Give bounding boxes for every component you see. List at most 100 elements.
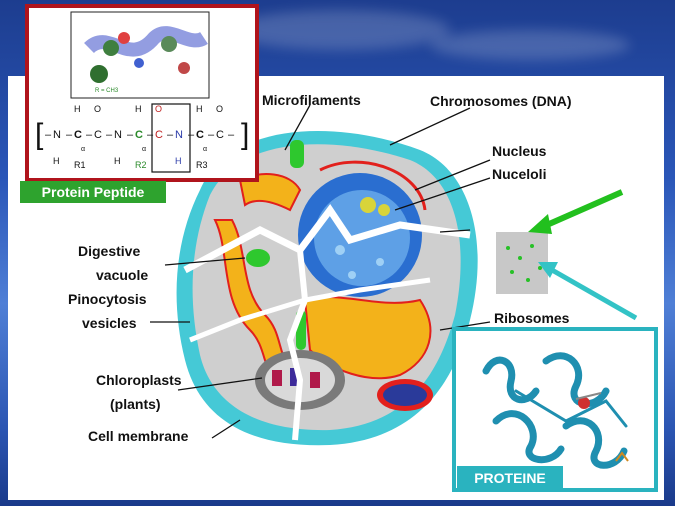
background-cloud — [230, 10, 450, 50]
h-top: H — [196, 104, 203, 114]
r-group: R2 — [135, 160, 147, 170]
bond: – — [188, 129, 195, 141]
ligand — [578, 397, 590, 409]
bond: – — [167, 129, 174, 141]
atom-c-alpha: C — [74, 129, 82, 141]
bond: – — [45, 129, 52, 141]
label-plants: (plants) — [110, 396, 161, 412]
ribosome-dot — [506, 246, 510, 250]
atom-carbon — [161, 36, 177, 52]
label-chloroplasts: Chloroplasts — [96, 372, 182, 388]
label-vesicles: vesicles — [82, 315, 137, 331]
atom-c-alpha: C — [135, 129, 143, 141]
bond: – — [228, 129, 235, 141]
atom-c-alpha: C — [196, 129, 204, 141]
alpha-helix — [482, 356, 540, 404]
teal-arrowhead — [538, 262, 558, 278]
alpha-helix — [492, 410, 565, 464]
r-group: R1 — [74, 160, 86, 170]
label-microfilaments: Microfilaments — [262, 92, 361, 108]
h-bottom: H — [53, 156, 60, 166]
atom-oxygen — [118, 32, 130, 44]
atom-c: C — [155, 129, 163, 141]
alpha-marker: α — [203, 146, 207, 153]
r-group: R3 — [196, 160, 208, 170]
ribosome-dot — [530, 244, 534, 248]
crack-line — [286, 249, 309, 441]
atom-nitrogen — [134, 58, 144, 68]
bracket-right: ] — [241, 118, 249, 151]
label-cell-membrane: Cell membrane — [88, 428, 189, 444]
peptide-structure: R = CH3 [ ] – N – C – C – N – C – C – N … — [35, 11, 249, 173]
atom-n: N — [114, 129, 122, 141]
h-top: H — [74, 104, 81, 114]
bond: – — [208, 129, 215, 141]
o-top: O — [94, 104, 101, 114]
h-bottom: H — [175, 156, 182, 166]
atom-carbon — [90, 65, 108, 83]
label-digestive: Digestive — [78, 243, 141, 259]
label-pinocytosis: Pinocytosis — [68, 291, 147, 307]
bond: – — [66, 129, 73, 141]
thylakoid-stack — [290, 368, 300, 386]
atom-n: N — [175, 129, 183, 141]
protein-ribbon-structure — [482, 352, 629, 469]
digestive-vacuole — [246, 249, 270, 267]
bond: – — [106, 129, 113, 141]
nucleus-dot — [335, 245, 345, 255]
teal-arrow — [550, 267, 638, 321]
atom-c: C — [216, 129, 224, 141]
thylakoid-stack — [310, 372, 320, 388]
h-top: H — [135, 104, 142, 114]
atom-n: N — [53, 129, 61, 141]
nucleolus — [378, 204, 390, 216]
label-nucleus: Nucleus — [492, 143, 547, 159]
background-cloud — [430, 30, 630, 60]
atom-carbon — [103, 40, 119, 56]
alpha-helix — [542, 352, 610, 408]
ribosome-dot — [518, 256, 522, 260]
o-top: O — [216, 104, 223, 114]
ligand-bond — [575, 392, 602, 400]
protein-inset — [452, 327, 658, 492]
peptide-bond-highlight — [151, 103, 191, 173]
r-chain-label: R = CH3 — [95, 88, 119, 94]
loop — [514, 389, 628, 428]
h-bottom: H — [114, 156, 121, 166]
ribosome-dot — [510, 270, 514, 274]
endoplasmic-reticulum — [238, 173, 302, 212]
peptide-inset: R = CH3 [ ] – N – C – C – N – C – C – N … — [25, 4, 259, 182]
crack-line — [189, 277, 431, 343]
green-arrowhead — [528, 214, 552, 234]
peptide-badge: Protein Peptide — [20, 181, 166, 203]
bracket-left: [ — [35, 118, 44, 151]
bond: – — [127, 129, 134, 141]
sidechain — [615, 451, 629, 462]
o-top: O — [155, 104, 162, 114]
organelle-green — [290, 140, 304, 168]
alpha-marker: α — [81, 146, 85, 153]
pointer-lines — [150, 104, 491, 439]
mitochondrion-inner — [383, 384, 427, 406]
endoplasmic-reticulum — [303, 296, 432, 380]
crack-line — [183, 203, 471, 274]
ribosome-dot — [526, 278, 530, 282]
atom-oxygen — [178, 62, 190, 74]
label-chromosomes: Chromosomes (DNA) — [430, 93, 572, 109]
nucleus-dot — [348, 271, 356, 279]
label-vacuole: vacuole — [96, 267, 149, 283]
alpha-marker: α — [142, 146, 146, 153]
bond: – — [86, 129, 93, 141]
thylakoid-stack — [272, 370, 282, 386]
nucleolus — [360, 197, 376, 213]
ribosome-dot — [538, 266, 542, 270]
label-nucleoli: Nuceloli — [492, 166, 547, 182]
bond: – — [147, 129, 154, 141]
alpha-helix — [562, 417, 628, 469]
peptide-formula: [ ] – N – C – C – N – C – C – N – C – C … — [35, 104, 249, 170]
atom-c: C — [94, 129, 102, 141]
chromosome-strand — [319, 160, 427, 211]
protein-badge: PROTEINE — [457, 466, 563, 490]
green-arrow — [538, 189, 624, 231]
